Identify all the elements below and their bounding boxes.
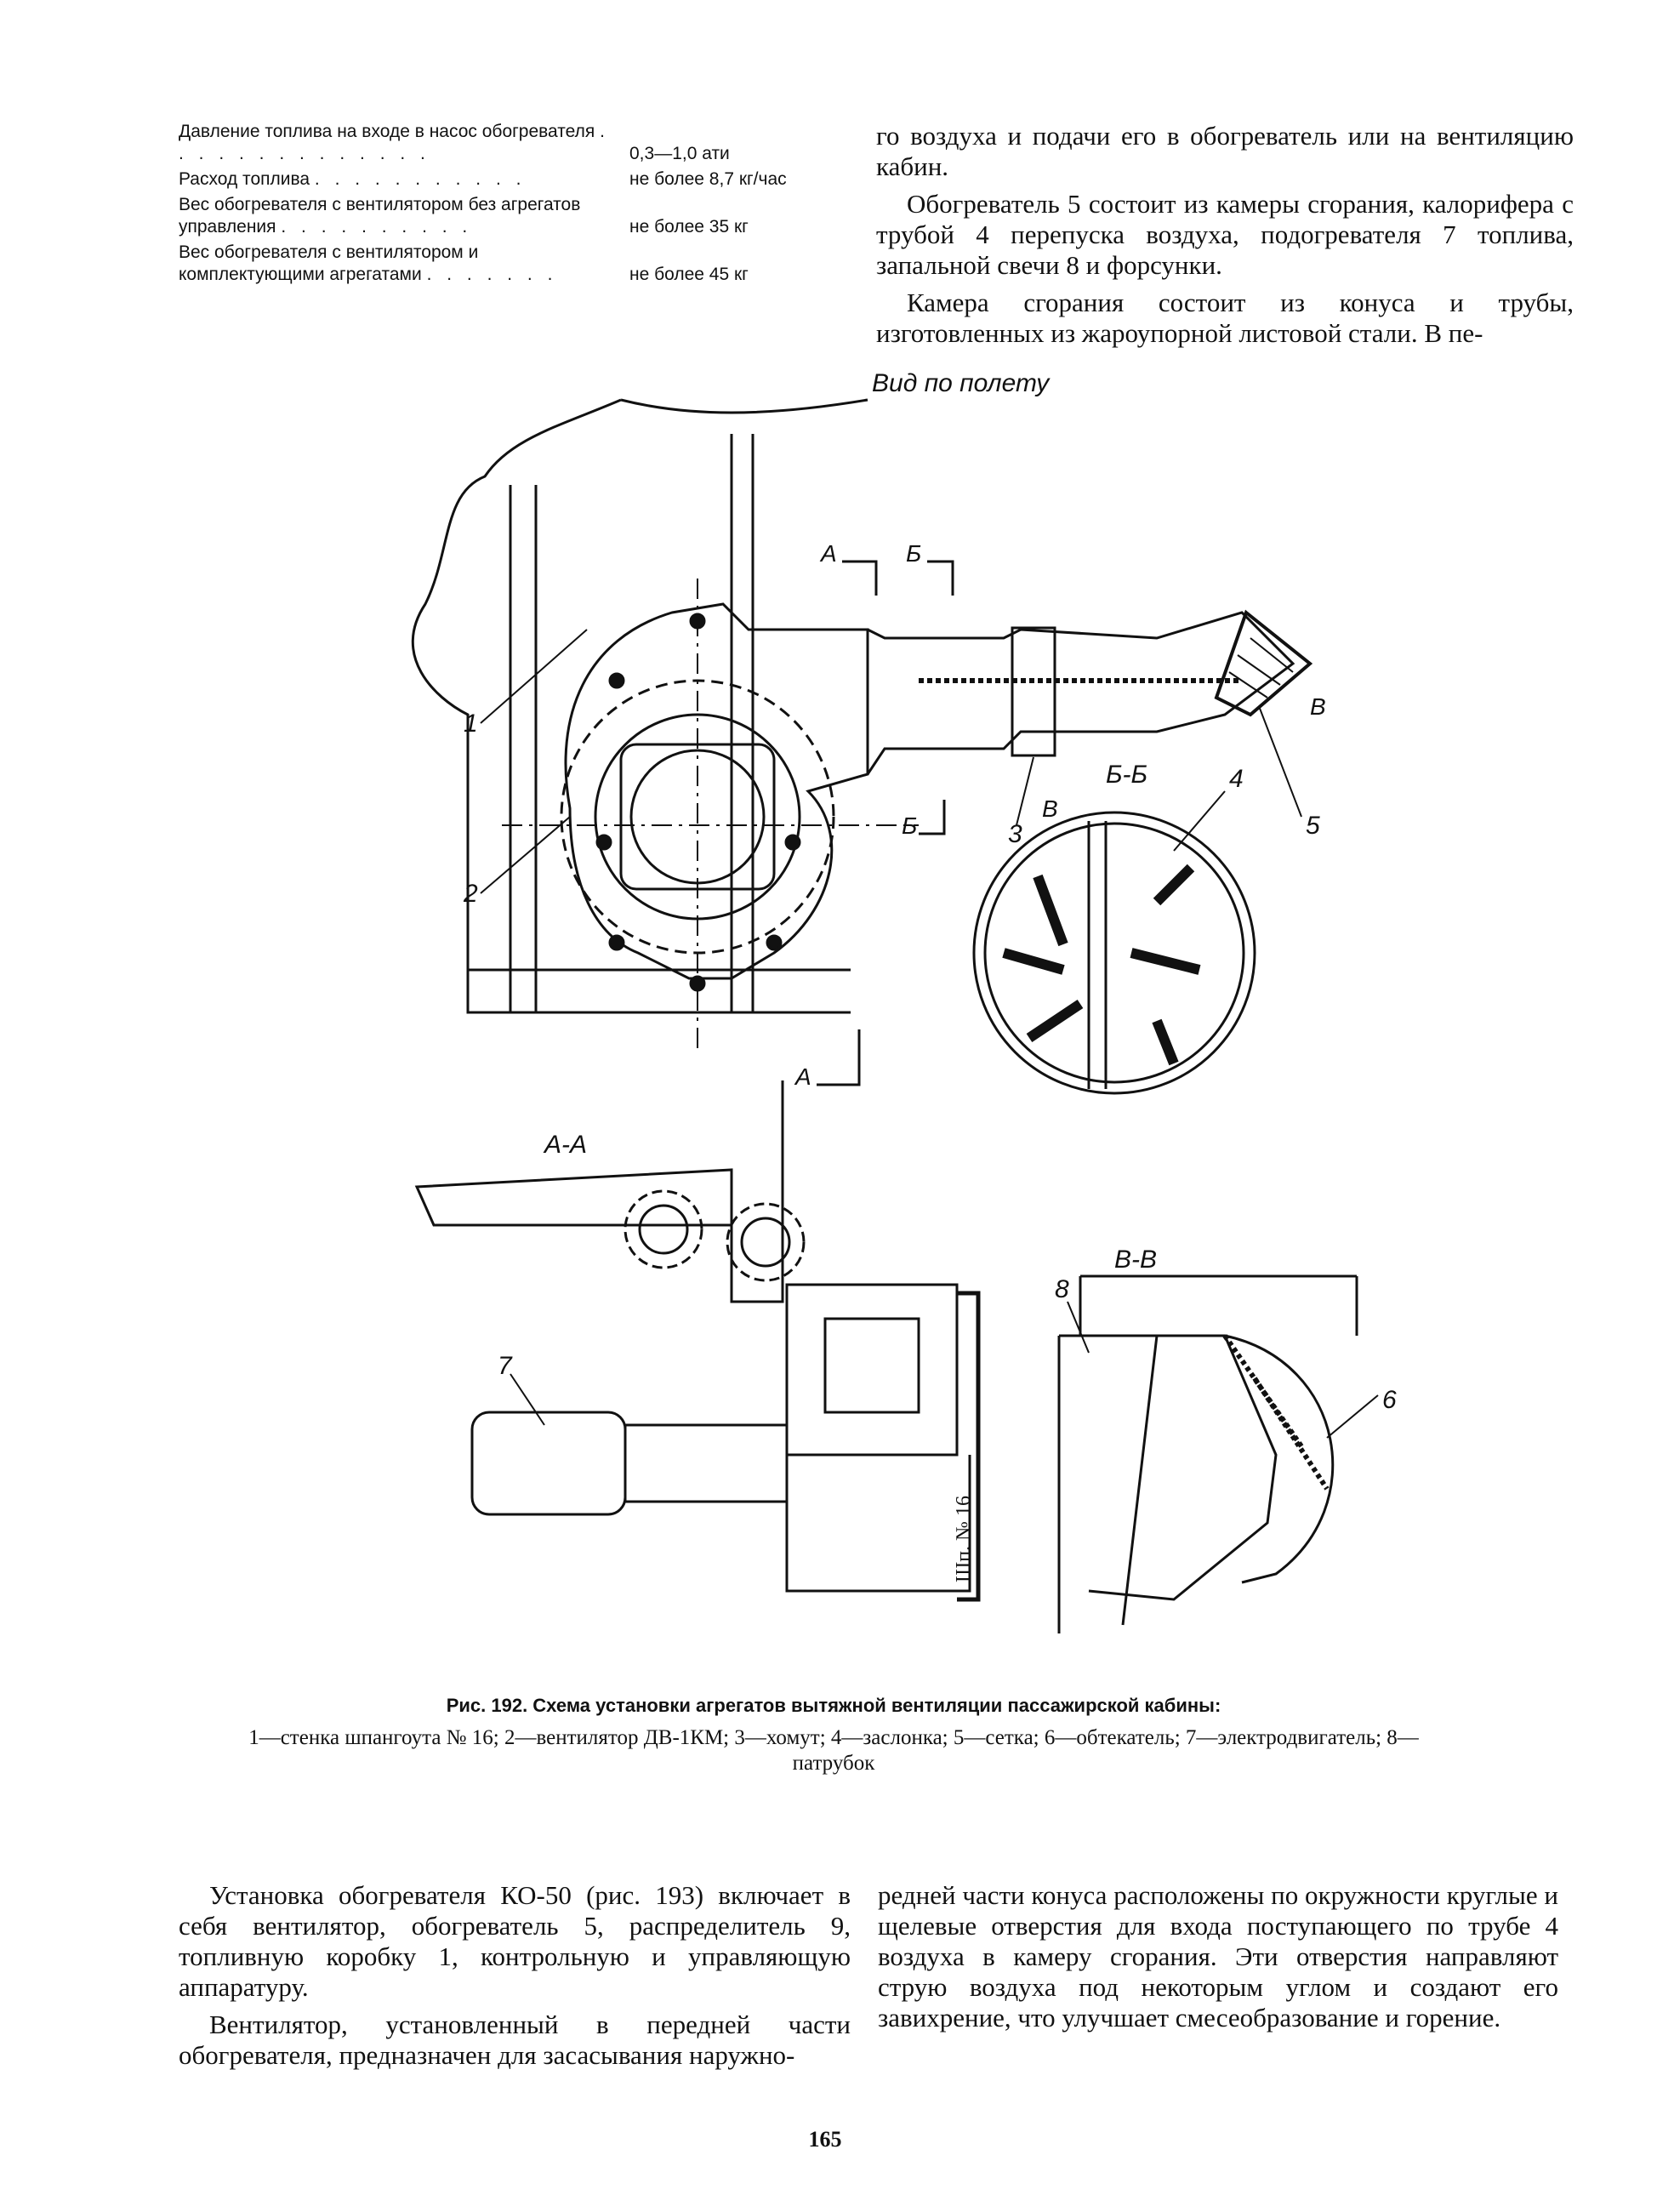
frame-stiffeners <box>509 434 754 1012</box>
motor-shaft-housing <box>624 1423 789 1503</box>
callout-number: 4 <box>1229 765 1244 793</box>
page-number: 165 <box>808 2127 842 2152</box>
spec-label: Давление топлива на входе в насос обогре… <box>179 122 595 141</box>
callout-number: 5 <box>1306 812 1320 840</box>
text-column-bottom-right: редней части конуса расположены по окруж… <box>878 1880 1558 2040</box>
section-label-bb: Б-Б <box>1106 761 1147 789</box>
paragraph: редней части конуса расположены по окруж… <box>878 1880 1558 2032</box>
duct-top <box>1079 1274 1358 1336</box>
spec-label: Вес обогревателя с вентилятором и компле… <box>179 242 479 284</box>
opening-inner <box>740 1217 791 1268</box>
paragraph: Вентилятор, установленный в передней час… <box>179 2010 851 2070</box>
section-label-vv: В-В <box>1114 1246 1157 1274</box>
nozzle-walls <box>1057 1335 1159 1633</box>
cowl-outline <box>1224 1334 1335 1584</box>
figure-caption-legend: 1—стенка шпангоута № 16; 2—вентилятор ДВ… <box>248 1726 1419 1775</box>
paragraph: Камера сгорания состоит из конуса и труб… <box>876 288 1574 348</box>
mesh-grid <box>1214 609 1313 717</box>
bolt <box>784 834 801 851</box>
frame-wall-outline <box>411 398 851 1014</box>
clamp <box>1011 626 1056 757</box>
spec-list: Давление топлива на входе в насос обогре… <box>179 121 808 289</box>
fan-window <box>823 1317 920 1414</box>
fan-mount <box>785 1455 971 1593</box>
callout-number: 2 <box>463 880 478 908</box>
spec-row: Вес обогревателя с вентилятором и компле… <box>179 242 808 286</box>
callout-number: 8 <box>1055 1275 1069 1303</box>
technical-drawing: Вид по полету А Б Б В В А <box>411 369 1397 1633</box>
bolt <box>608 672 625 689</box>
cut-mark-a: А <box>794 1063 811 1090</box>
paragraph: го воздуха и подачи его в обогреватель и… <box>876 121 1574 181</box>
paragraph: Установка обогревателя КО-50 (рис. 193) … <box>179 1880 851 2002</box>
mesh-hatching <box>1228 637 1294 698</box>
damper-outer <box>972 811 1256 1095</box>
callout-number: 1 <box>464 710 478 738</box>
center-lines <box>502 579 919 1055</box>
spec-label: Вес обогревателя с вентилятором без агре… <box>179 195 581 237</box>
nozzle-outline <box>1059 1334 1278 1601</box>
figure-caption-title: Рис. 192. Схема установки агрегатов вытя… <box>446 1695 1221 1716</box>
bolt <box>608 934 625 951</box>
spec-label: Расход топлива <box>179 169 310 189</box>
fan-casing-side <box>785 1283 959 1457</box>
bolt <box>766 934 783 951</box>
damper-axis <box>1087 821 1108 1089</box>
cut-mark-v: В <box>1310 693 1326 720</box>
spec-value: не более 8,7 кг/час <box>629 169 787 189</box>
callout-number: 7 <box>498 1352 513 1380</box>
cut-mark-b: Б <box>906 540 921 567</box>
text-column-top-right: го воздуха и подачи его в обогреватель и… <box>876 121 1574 356</box>
frame-label: Шп. № 16 <box>953 1496 975 1582</box>
damper-inner <box>983 822 1245 1084</box>
section-label-aa: А-А <box>543 1131 587 1159</box>
cut-mark-b: Б <box>902 812 917 839</box>
opening-circle <box>726 1202 806 1282</box>
callout-number: 3 <box>1008 820 1022 848</box>
opening-circle <box>624 1189 703 1269</box>
outlet-duct <box>866 611 1295 775</box>
spec-value: не более 45 кг <box>629 265 749 284</box>
cut-mark-v: В <box>1042 795 1058 822</box>
leader-lines <box>480 629 1379 1439</box>
frame-edge <box>620 398 868 414</box>
spec-value: 0,3—1,0 ати <box>629 144 730 163</box>
mesh-section <box>1222 1334 1330 1491</box>
paragraph: Обогреватель 5 состоит из камеры сгорани… <box>876 189 1574 280</box>
callout-number: 6 <box>1382 1386 1397 1414</box>
cut-arrows <box>817 560 954 1086</box>
damper-blades <box>1002 864 1201 1066</box>
spec-row: Вес обогревателя с вентилятором без агре… <box>179 194 808 238</box>
view-label: Вид по полету <box>872 369 1051 397</box>
opening-inner <box>638 1204 689 1255</box>
bolt <box>595 834 612 851</box>
cut-mark-a: А <box>819 540 837 567</box>
text-column-bottom-left: Установка обогревателя КО-50 (рис. 193) … <box>179 1880 851 2078</box>
spec-row: Расход топлива . . . . . . . . . . . не … <box>179 168 808 191</box>
spec-value: не более 35 кг <box>629 217 749 237</box>
frame-wall-section <box>957 1291 981 1602</box>
frame-profile <box>730 1080 784 1303</box>
motor-body <box>470 1411 627 1516</box>
spec-row: Давление топлива на входе в насос обогре… <box>179 121 808 165</box>
